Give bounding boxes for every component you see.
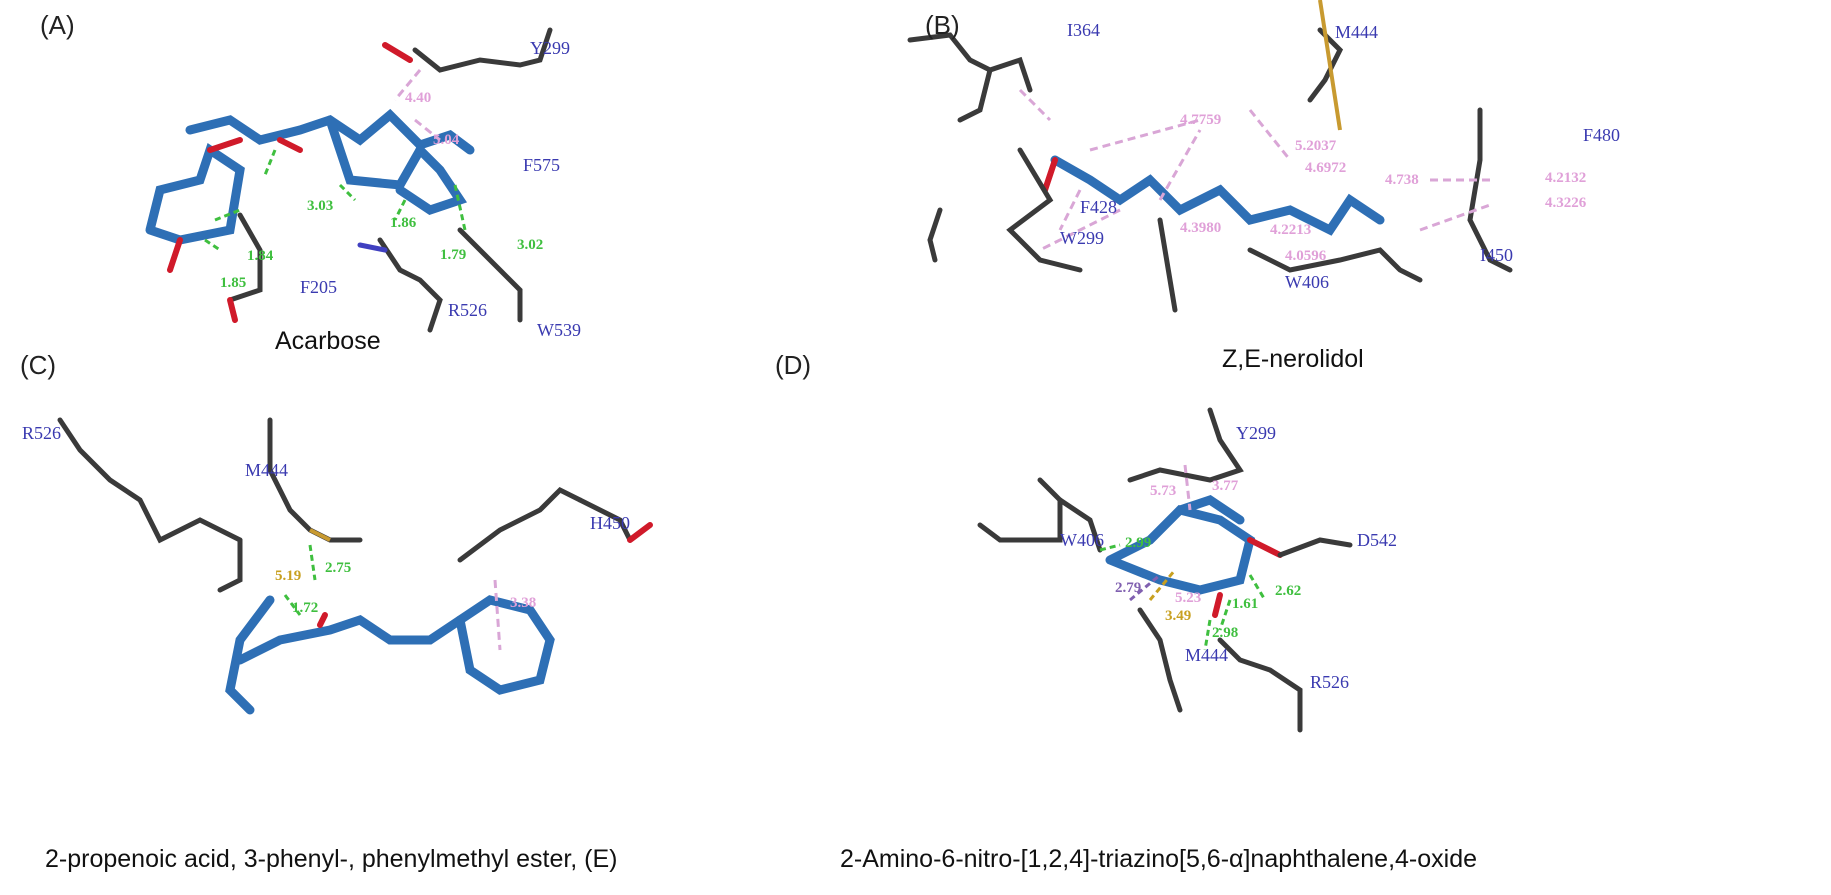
residue-label: I364 xyxy=(1067,20,1100,40)
residue-label: Y299 xyxy=(530,38,570,58)
residue-label: R526 xyxy=(448,300,488,320)
acarbose-complex xyxy=(145,27,553,333)
distance-label: 2.79 xyxy=(1115,580,1142,596)
distance-label: 1.85 xyxy=(220,275,247,291)
residue-label: I450 xyxy=(1480,245,1513,265)
distance-label: 3.38 xyxy=(510,595,537,611)
distance-label: 1.72 xyxy=(292,600,319,616)
residue-label: F575 xyxy=(523,155,561,175)
distance-label: 2.99 xyxy=(1125,535,1152,551)
residue-label: F205 xyxy=(300,277,338,297)
panel-a-letter: (A) xyxy=(40,10,75,40)
distance-label: 5.73 xyxy=(1150,483,1177,499)
distance-label: 4.2213 xyxy=(1270,222,1312,238)
panel-b-caption: Z,E-nerolidol xyxy=(1222,345,1364,373)
distance-label: 4.6972 xyxy=(1305,160,1347,176)
residue-label: M444 xyxy=(1335,22,1379,42)
distance-label: 5.04 xyxy=(433,132,460,148)
distance-label: 3.02 xyxy=(517,237,544,253)
distance-label: 5.19 xyxy=(275,568,302,584)
residue-label: F480 xyxy=(1583,125,1621,145)
distance-label: 4.0596 xyxy=(1285,248,1327,264)
distance-label: 3.03 xyxy=(307,198,334,214)
distance-label: 5.23 xyxy=(1175,590,1202,606)
residue-label: W299 xyxy=(1060,228,1104,248)
distance-label: 1.84 xyxy=(247,248,274,264)
distance-label: 4.2132 xyxy=(1545,170,1587,186)
residue-label: W406 xyxy=(1285,272,1329,292)
distance-label: 2.98 xyxy=(1212,625,1239,641)
distance-label: 5.2037 xyxy=(1295,138,1337,154)
distance-label: 1.79 xyxy=(440,247,467,263)
nerolidol-complex xyxy=(907,0,1513,313)
panel-d-caption: 2-Amino-6-nitro-[1,2,4]-triazino[5,6-α]n… xyxy=(840,845,1478,873)
distance-label: 2.62 xyxy=(1275,583,1302,599)
residue-label: F428 xyxy=(1080,197,1118,217)
distance-label: 3.49 xyxy=(1165,608,1192,624)
panel-c-caption: 2-propenoic acid, 3-phenyl-, phenylmethy… xyxy=(45,845,618,873)
residue-label: R526 xyxy=(22,423,62,443)
distance-label: 1.61 xyxy=(1232,596,1259,612)
residue-label: D542 xyxy=(1357,530,1397,550)
distance-label: 4.7759 xyxy=(1180,112,1222,128)
distance-label: 2.75 xyxy=(325,560,352,576)
triazino-naphthalene-complex xyxy=(977,407,1353,733)
residue-label: W406 xyxy=(1060,530,1104,550)
distance-label: 3.77 xyxy=(1212,478,1239,494)
distance-label: 4.40 xyxy=(405,90,432,106)
distance-label: 4.738 xyxy=(1385,172,1419,188)
distance-label: 4.3226 xyxy=(1545,195,1587,211)
panel-b-letter: (B) xyxy=(925,10,960,40)
panel-a-caption: Acarbose xyxy=(275,327,381,355)
cinnamate-complex xyxy=(57,417,653,715)
residue-label: W539 xyxy=(537,320,581,340)
panel-c-letter: (C) xyxy=(20,350,57,380)
distance-label: 4.3980 xyxy=(1180,220,1222,236)
residue-label: H450 xyxy=(590,513,630,533)
residue-label: M444 xyxy=(245,460,289,480)
panel-d-letter: (D) xyxy=(775,350,812,380)
residue-label: M444 xyxy=(1185,645,1229,665)
residue-label: R526 xyxy=(1310,672,1350,692)
residue-label: Y299 xyxy=(1236,423,1276,443)
distance-label: 1.86 xyxy=(390,215,417,231)
